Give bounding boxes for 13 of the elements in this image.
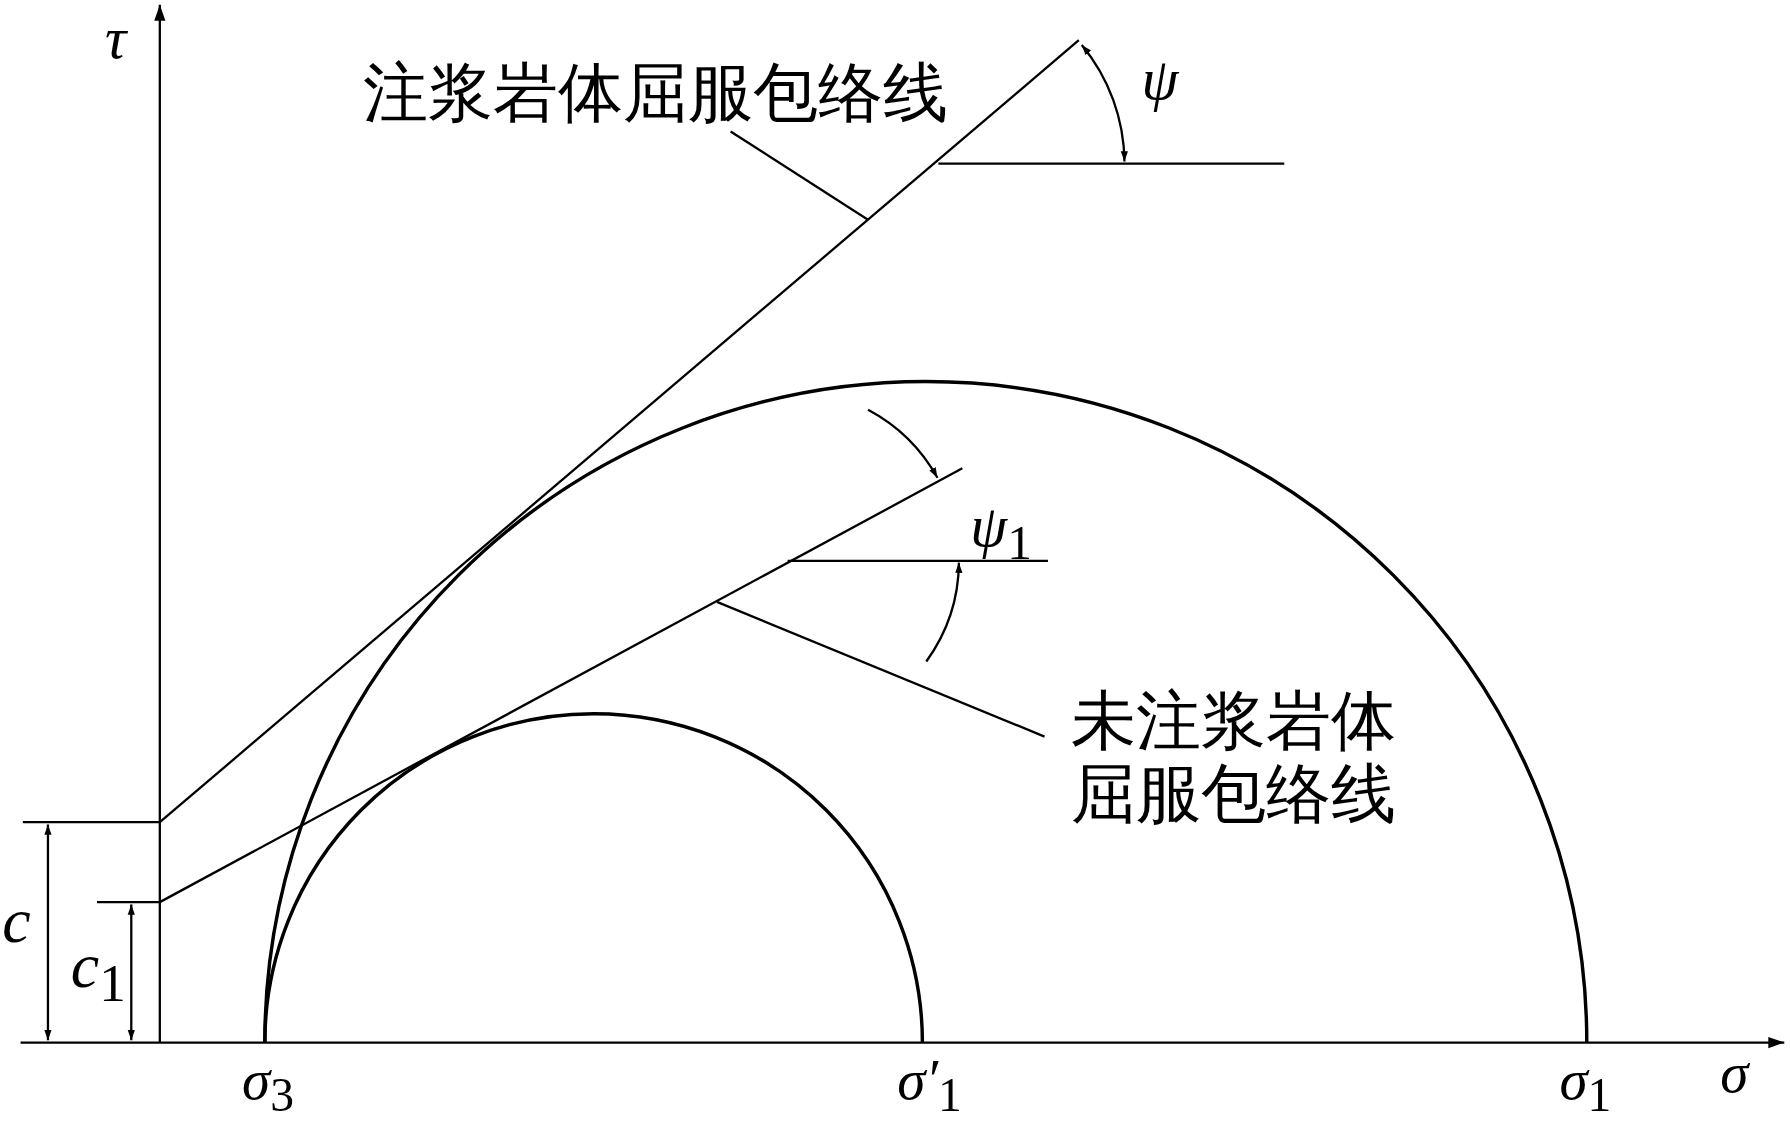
dimension-label: c (2, 884, 31, 957)
axis-label: σ$_{3}$ (242, 1047, 294, 1123)
angle-label: ψ$_{1}$ (970, 493, 1032, 571)
envelope-label: 未注浆岩体屈服包络线 (1070, 684, 1414, 831)
dimension-label: c$_{1}$ (70, 930, 126, 1014)
leader-line (716, 600, 1045, 738)
envelope-label: 注浆岩体屈服包络线 (363, 57, 948, 130)
axis-label: τ (105, 4, 127, 72)
axis-label: σ (1720, 1041, 1749, 1106)
axis-label: σ$_{1}$ (1559, 1047, 1612, 1123)
angle-label: ψ (1141, 45, 1179, 113)
leader-line (730, 130, 869, 221)
axis-label: σ′$_{1}$ (897, 1047, 962, 1123)
